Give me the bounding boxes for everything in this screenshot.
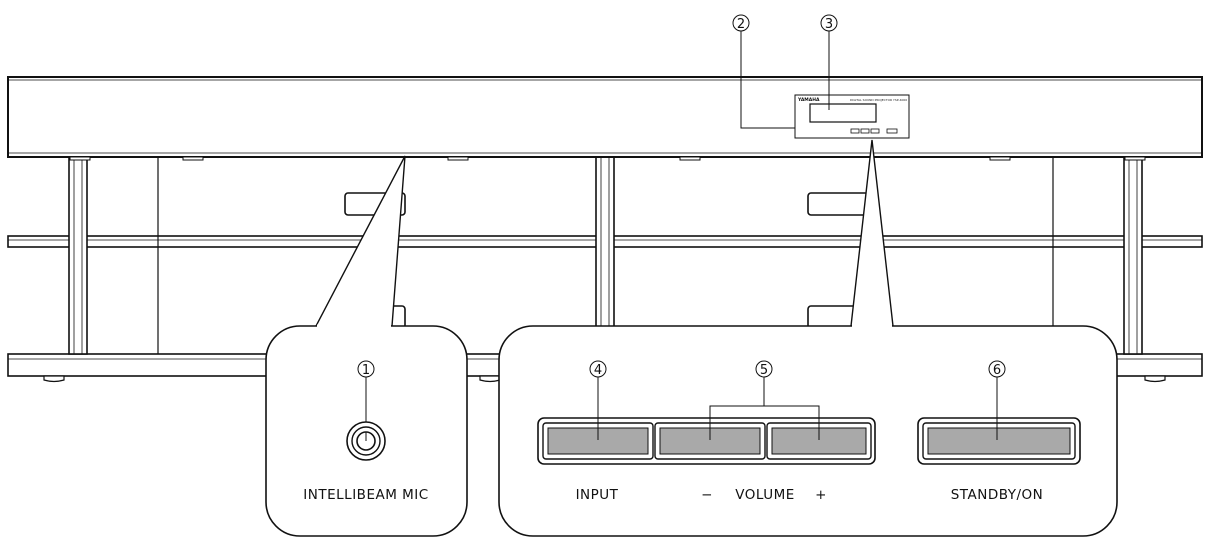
center-post bbox=[595, 156, 615, 355]
callout-3: 3 bbox=[820, 14, 838, 110]
standby-on-label: STANDBY/ON bbox=[951, 487, 1044, 503]
input-label: INPUT bbox=[576, 487, 619, 503]
callout-4: 4 bbox=[594, 363, 602, 378]
left-post bbox=[68, 156, 88, 355]
mic-icon bbox=[346, 421, 386, 461]
soundbar: YAMAHA DIGITAL SOUND PROJECTOR YSP-4000 bbox=[7, 76, 1203, 161]
mini-button bbox=[870, 128, 880, 134]
callout-5: 5 bbox=[760, 363, 768, 378]
callout-1: 1 bbox=[362, 363, 370, 378]
intellibeam-mic-label: INTELLIBEAM MIC bbox=[303, 487, 428, 503]
button-group-left bbox=[537, 417, 876, 465]
cutout bbox=[807, 192, 869, 216]
yamaha-logo: YAMAHA bbox=[797, 97, 820, 103]
svg-text:3: 3 bbox=[825, 17, 833, 32]
volume-minus-label: − bbox=[701, 487, 713, 503]
model-text: DIGITAL SOUND PROJECTOR YSP-4000 bbox=[850, 98, 907, 102]
volume-plus-label: + bbox=[815, 487, 827, 503]
buttons-zoom-callout: 4 5 6 INPUT − bbox=[498, 139, 1118, 537]
mini-button bbox=[860, 128, 870, 134]
front-display-panel: YAMAHA DIGITAL SOUND PROJECTOR YSP-4000 bbox=[794, 94, 910, 139]
button-group-right bbox=[917, 417, 1081, 465]
mini-button bbox=[886, 128, 898, 134]
mic-zoom-callout: 1 INTELLIBEAM MIC bbox=[265, 155, 468, 537]
mini-button bbox=[850, 128, 860, 134]
callout-2: 2 bbox=[732, 14, 795, 129]
display-window bbox=[809, 103, 877, 123]
callout-6: 6 bbox=[993, 363, 1001, 378]
svg-text:2: 2 bbox=[737, 17, 745, 32]
right-post bbox=[1123, 156, 1143, 355]
volume-label: VOLUME bbox=[735, 487, 795, 503]
